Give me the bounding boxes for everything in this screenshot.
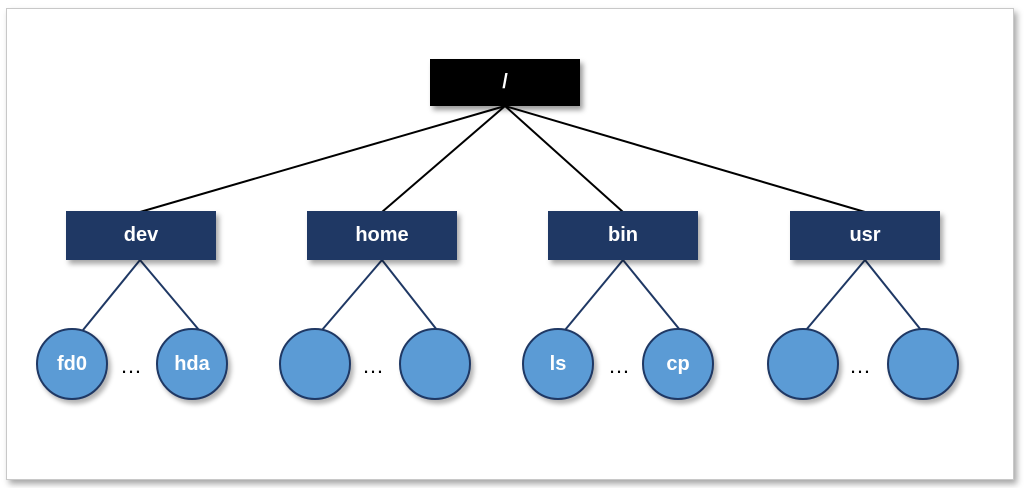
root-label: / — [502, 71, 508, 93]
edge-bin-left — [564, 259, 624, 331]
root-node: / — [430, 59, 580, 106]
dir-label: usr — [849, 224, 881, 246]
leaf-node-usr-1 — [767, 328, 839, 400]
leaf-label: fd0 — [57, 352, 87, 375]
edge-home-left — [321, 259, 383, 331]
dir-label: dev — [123, 224, 159, 246]
edge-dev-right — [139, 259, 200, 331]
dir-label: home — [355, 224, 409, 246]
dir-node-dev: dev — [66, 211, 216, 260]
ellipsis-dev: … — [120, 353, 142, 378]
ellipsis-home: … — [362, 353, 384, 378]
leaf-label: ls — [549, 352, 567, 375]
leaf-node-fd0: fd0 — [36, 328, 108, 400]
edge-dev-left — [82, 259, 141, 331]
leaf-label: hda — [174, 352, 210, 375]
leaf-node-hda: hda — [156, 328, 228, 400]
dir-node-bin: bin — [548, 211, 698, 260]
edge-root-dev — [139, 105, 506, 213]
edge-bin-right — [622, 259, 681, 331]
leaf-label: cp — [666, 352, 690, 375]
edge-home-right — [381, 259, 438, 331]
edge-root-home — [381, 105, 506, 213]
edge-root-bin — [504, 105, 624, 213]
dir-label: bin — [608, 224, 638, 246]
edge-usr-left — [805, 259, 866, 331]
leaf-node-usr-2 — [887, 328, 959, 400]
leaf-node-home-1 — [279, 328, 351, 400]
dir-node-usr: usr — [790, 211, 940, 260]
leaf-node-ls: ls — [522, 328, 594, 400]
leaf-node-home-2 — [399, 328, 471, 400]
edge-root-usr — [504, 105, 866, 213]
leaf-node-cp: cp — [642, 328, 714, 400]
ellipsis-bin: … — [608, 353, 630, 378]
dir-node-home: home — [307, 211, 457, 260]
edge-usr-right — [864, 259, 922, 331]
ellipsis-usr: … — [849, 353, 871, 378]
